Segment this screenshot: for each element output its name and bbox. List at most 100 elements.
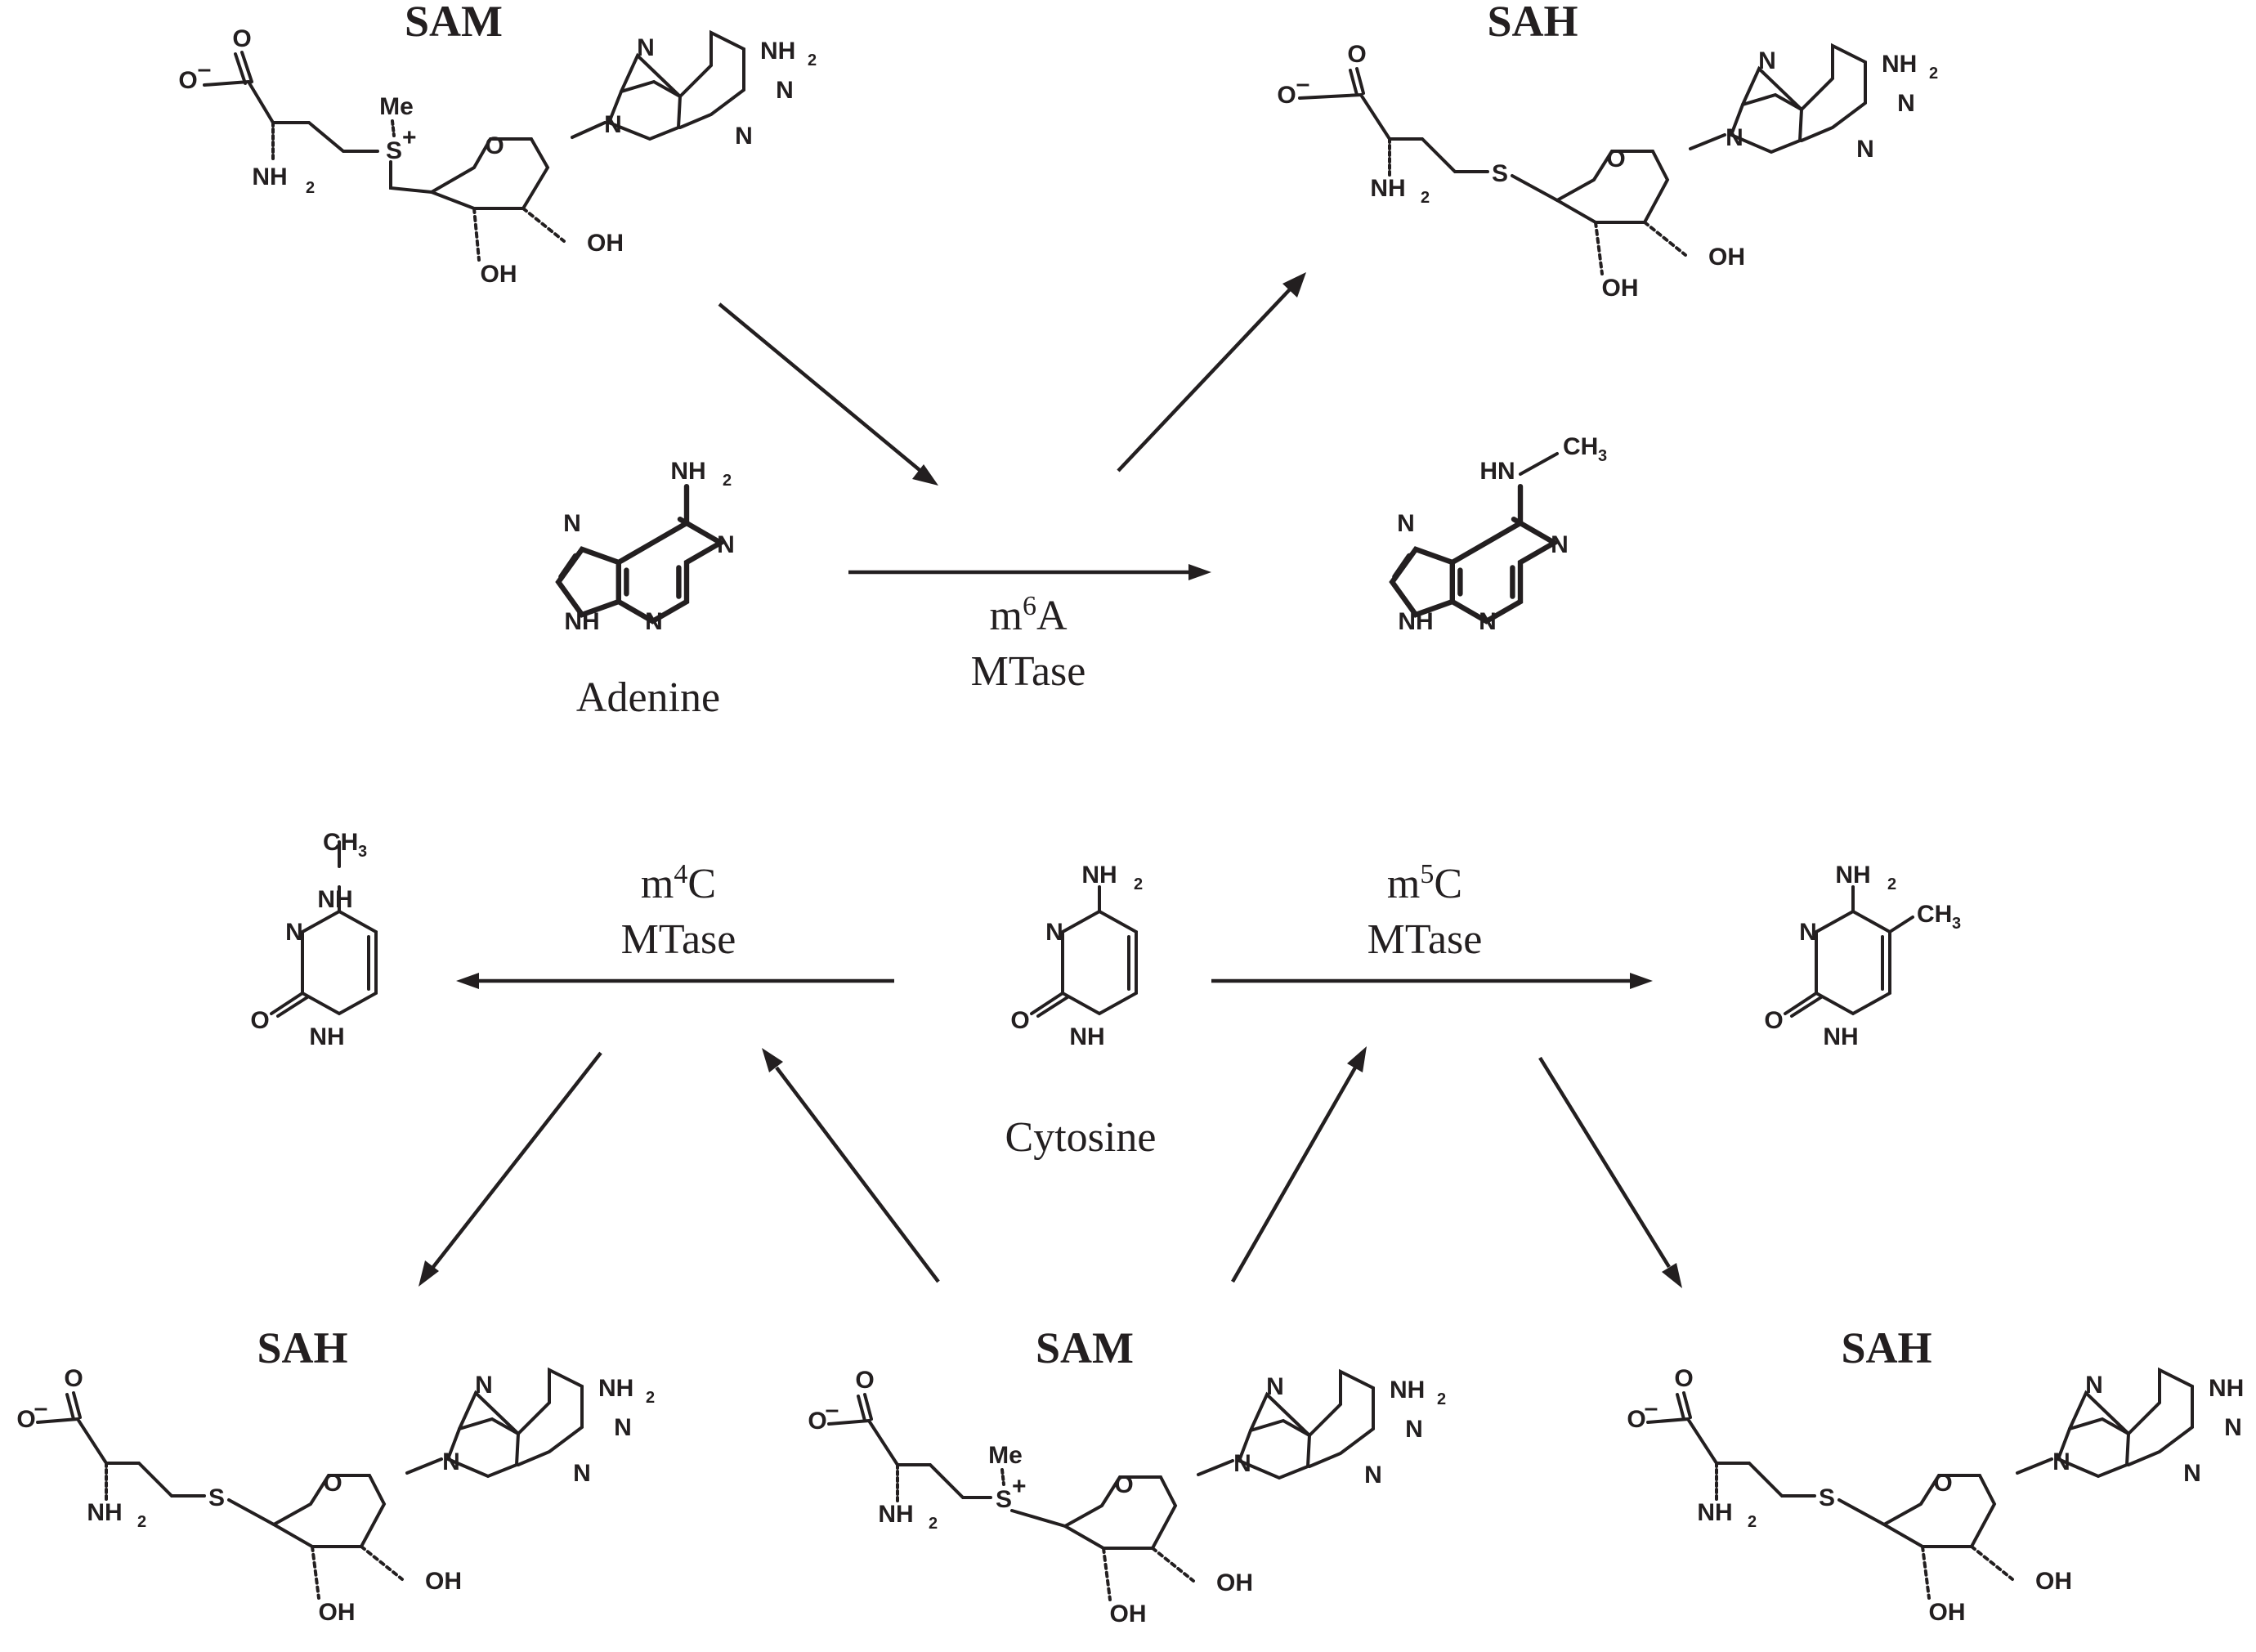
arrow-cytosine-to-m4c [456,973,894,989]
svg-text:S: S [1492,160,1508,187]
svg-text:2: 2 [306,179,315,197]
svg-text:N: N [637,34,655,61]
cytosine-structure [1030,885,1138,1018]
svg-text:NH: NH [878,1501,913,1528]
sam-top-structure: O O – NH S + Me O OH OH N N N N NH 2 2 [178,25,817,288]
arrow-sam-to-m6a [718,302,938,486]
svg-text:N: N [2052,1448,2070,1475]
svg-text:O: O [250,1007,269,1034]
svg-text:OH: OH [1216,1569,1253,1596]
svg-text:O: O [323,1470,342,1497]
svg-text:–: – [1645,1395,1658,1421]
svg-text:N: N [1799,919,1817,946]
cytosine-label: Cytosine [1005,1114,1157,1161]
svg-text:OH: OH [1708,244,1745,271]
svg-text:OH: OH [2035,1568,2072,1595]
svg-text:O: O [178,67,197,94]
svg-text:NH: NH [87,1499,122,1526]
svg-text:N: N [717,531,735,558]
arrow-m6a-to-sah [1117,272,1306,472]
svg-text:N: N [2085,1372,2103,1399]
svg-text:NH: NH [1835,862,1870,889]
svg-text:NH: NH [1697,1499,1732,1526]
sah-bottom-right-title: SAH [1841,1323,1931,1372]
m6a-product-atoms: HN CH 3 N N N NH [1397,433,1607,635]
arrow-adenine-to-m6a [848,564,1211,580]
svg-text:N: N [1405,1416,1423,1443]
svg-text:N: N [1479,608,1497,635]
svg-text:O: O [1347,41,1366,68]
svg-text:OH: OH [1929,1599,1966,1626]
svg-text:S: S [1819,1484,1835,1511]
svg-text:OH: OH [587,230,624,257]
svg-text:OH: OH [481,261,517,288]
svg-text:N: N [776,77,794,104]
m5c-product-structure [1784,885,1914,1018]
svg-text:–: – [1296,70,1310,97]
m4c-mtase-enzyme: MTase [621,916,736,963]
m4c-product-structure [270,840,378,1018]
svg-text:N: N [604,111,622,138]
svg-text:N: N [645,608,663,635]
arrow-m5c-to-sah [1538,1056,1682,1288]
m5c-mtase-label: m5C [1387,859,1462,907]
svg-text:2: 2 [929,1515,938,1533]
svg-text:NH: NH [598,1375,633,1402]
svg-text:CH: CH [323,829,358,856]
svg-text:OH: OH [1110,1601,1147,1627]
sah-bottom-right-structure: O O – NH 2 S O OH OH N N N N NH 2 [1627,1365,2244,1626]
svg-text:–: – [198,56,212,83]
svg-text:OH: OH [425,1568,462,1595]
svg-text:O: O [1114,1471,1133,1498]
sah-bottom-left-structure: O O – NH 2 S O OH OH N N N N NH 2 [16,1365,655,1626]
svg-text:N: N [442,1448,460,1475]
cytosine-atoms: NH 2 N O NH [1010,862,1143,1050]
arrow-m4c-to-sah [419,1051,602,1287]
m6a-mtase-label: m6A [989,591,1067,639]
m6a-mtase-enzyme: MTase [971,648,1086,695]
svg-text:NH: NH [309,1023,344,1050]
sah-bottom-left-title: SAH [257,1323,347,1372]
svg-text:N: N [735,123,753,150]
arrow-sam-to-m5c [1231,1046,1367,1283]
svg-text:+: + [1012,1473,1027,1500]
svg-text:N: N [2224,1414,2242,1441]
m6a-product-structure [1392,483,1554,621]
svg-text:NH: NH [1823,1023,1858,1050]
svg-text:O: O [1010,1007,1029,1034]
svg-text:O: O [855,1367,874,1394]
m5c-product-atoms: NH 2 CH 3 N O NH [1764,862,1961,1050]
svg-text:O: O [1933,1470,1952,1497]
sam-bottom-structure: O O – NH 2 S + Me O OH OH N N N N NH 2 [808,1367,1446,1627]
svg-text:O: O [1674,1365,1693,1392]
svg-text:O: O [232,25,251,52]
svg-text:N: N [1856,136,1874,163]
svg-text:N: N [1397,510,1415,537]
svg-text:O: O [1627,1406,1645,1433]
svg-text:NH: NH [252,163,287,190]
svg-text:+: + [402,124,417,151]
svg-text:N: N [1233,1450,1251,1477]
svg-text:NH: NH [670,458,705,485]
svg-text:N: N [1045,919,1063,946]
svg-text:N: N [1897,90,1915,117]
sah-top-structure: O O – NH 2 S O OH OH N N N N NH 2 [1277,41,1938,302]
svg-text:–: – [826,1396,839,1423]
svg-text:2: 2 [1437,1390,1446,1408]
svg-text:O: O [16,1406,35,1433]
svg-text:O: O [808,1408,826,1435]
svg-text:O: O [1277,82,1296,109]
svg-text:N: N [475,1372,493,1399]
svg-text:O: O [1606,146,1625,172]
svg-text:N: N [1266,1373,1284,1400]
adenine-structure [558,483,720,621]
sam-bottom-title: SAM [1036,1323,1134,1372]
adenine-label: Adenine [576,674,720,721]
svg-text:NH: NH [1882,51,1917,78]
svg-text:CH: CH [1563,433,1598,460]
svg-text:3: 3 [1598,447,1607,465]
m4c-product-atoms: CH 3 NH N O NH [250,829,367,1050]
svg-text:O: O [485,132,504,159]
svg-text:NH: NH [317,886,352,913]
